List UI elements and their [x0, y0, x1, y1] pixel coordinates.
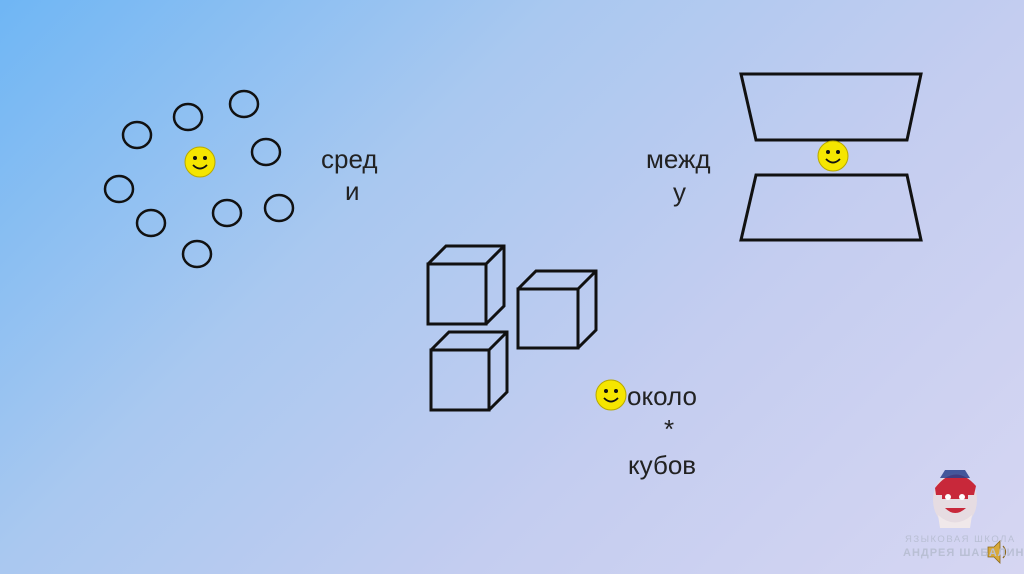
cube-icon	[429, 330, 509, 412]
ring-icon	[263, 193, 295, 223]
trapezoid-group	[739, 72, 923, 242]
ring-icon	[121, 120, 153, 150]
speaker-icon[interactable]	[987, 540, 1007, 564]
ring-icon	[181, 239, 213, 269]
smiley-icon	[595, 379, 627, 411]
logo-line-school: ЯЗЫКОВАЯ ШКОЛА	[905, 534, 1016, 545]
cube-icon	[516, 269, 598, 350]
ring-icon	[250, 137, 282, 167]
circle-group	[103, 89, 295, 269]
ring-icon	[228, 89, 260, 119]
word-mezhdu-part1: межд	[646, 144, 711, 174]
smiley-icon	[184, 146, 216, 178]
ring-icon	[135, 208, 167, 238]
trapezoid-icon	[739, 72, 923, 142]
word-sredi-part1: сред	[321, 144, 378, 174]
word-mezhdu-part2: у	[673, 177, 686, 207]
logo-portrait	[933, 470, 977, 528]
cube-group	[426, 244, 598, 412]
word-sredi-part2: и	[345, 176, 360, 206]
asterisk: *	[664, 414, 675, 444]
smiley-icon	[817, 140, 849, 172]
ring-icon	[103, 174, 135, 204]
word-kubov: кубов	[628, 450, 697, 480]
ring-icon	[172, 102, 204, 132]
logo-line-name: АНДРЕЯ ШАБАЛИНА	[903, 547, 1024, 559]
ring-icon	[211, 198, 243, 228]
cube-icon	[426, 244, 506, 326]
word-okolo: около	[627, 381, 697, 411]
trapezoid-icon	[739, 173, 923, 242]
